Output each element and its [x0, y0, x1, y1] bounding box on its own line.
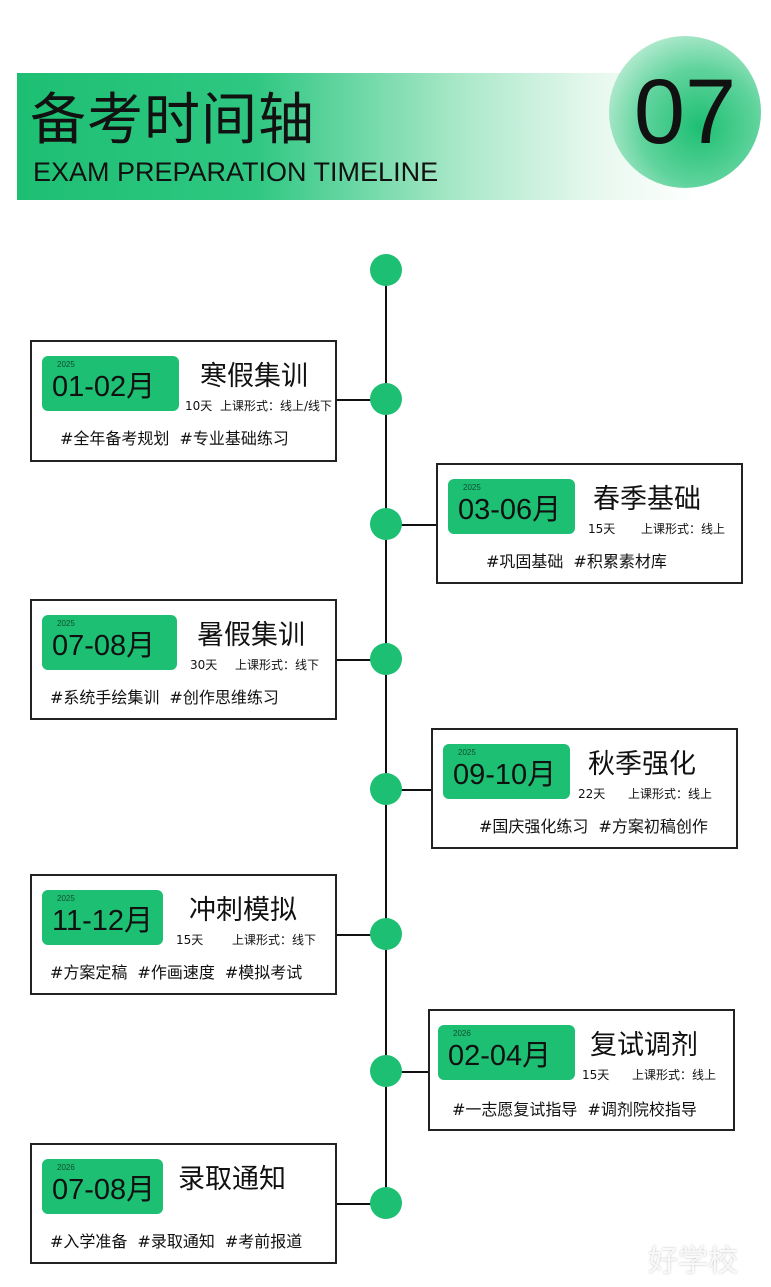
- timeline-connector: [386, 1071, 431, 1073]
- page-title: 备考时间轴: [30, 88, 315, 153]
- phase-tag: #巩固基础: [486, 552, 564, 571]
- phase-tag: #考前报道: [224, 1232, 303, 1251]
- date-range: 11-12月: [52, 905, 154, 937]
- phase-tag: #调剂院校指导: [587, 1100, 697, 1119]
- timeline-node: [370, 1055, 402, 1087]
- phase-tag: #全年备考规划: [60, 429, 170, 448]
- phase-tags: #入学准备 #录取通知 #考前报道: [50, 1231, 302, 1253]
- phase-days: 30天: [190, 658, 218, 672]
- phase-mode: 上课形式：线上: [641, 522, 726, 536]
- phase-tags: #一志愿复试指导 #调剂院校指导: [452, 1099, 697, 1121]
- date-year: 2026: [57, 1163, 75, 1172]
- date-range: 03-06月: [458, 494, 562, 526]
- phase-tags: #国庆强化练习 #方案初稿创作: [479, 816, 708, 838]
- date-range: 02-04月: [448, 1040, 552, 1072]
- phase-tag: #一志愿复试指导: [452, 1100, 578, 1119]
- timeline-connector: [386, 524, 438, 526]
- phase-tag: #国庆强化练习: [479, 817, 589, 836]
- timeline-node: [370, 918, 402, 950]
- date-year: 2025: [458, 748, 476, 757]
- phase-card: 2026 07-08月 录取通知 #入学准备 #录取通知 #考前报道: [30, 1143, 337, 1264]
- date-year: 2026: [453, 1029, 471, 1038]
- phase-card: 2025 07-08月 暑假集训 30天 上课形式：线下 #系统手绘集训 #创作思…: [30, 599, 337, 720]
- phase-tags: #全年备考规划 #专业基础练习: [60, 428, 289, 450]
- section-number: 07: [633, 61, 737, 163]
- phase-card: 2025 01-02月 寒假集训 10天 上课形式：线上/线下 #全年备考规划#…: [30, 340, 337, 462]
- phase-card: 2026 02-04月 复试调剂 15天 上课形式：线上 #一志愿复试指导 #调剂…: [428, 1009, 735, 1131]
- phase-tag: #入学准备: [50, 1232, 128, 1251]
- date-range: 09-10月: [453, 759, 557, 791]
- timeline-connector: [335, 1203, 387, 1205]
- phase-tag: #作画速度: [137, 963, 215, 982]
- section-number-badge: [609, 36, 761, 188]
- timeline-node: [370, 1187, 402, 1219]
- timeline-connector: [335, 659, 387, 661]
- phase-mode: 上课形式：线上: [632, 1068, 717, 1082]
- phase-tag: #模拟考试: [224, 963, 303, 982]
- date-range: 07-08月: [52, 630, 156, 662]
- date-range: 07-08月: [52, 1174, 156, 1206]
- date-box: 2025 11-12月: [42, 890, 163, 945]
- date-year: 2025: [57, 619, 75, 628]
- header-band: [17, 73, 697, 200]
- phase-card: 2025 09-10月 秋季强化 22天 上课形式：线上 #国庆强化练习 #方案初…: [431, 728, 738, 849]
- phase-tags: #方案定稿 #作画速度 #模拟考试: [50, 962, 302, 984]
- phase-tags: #系统手绘集训 #创作思维练习: [50, 687, 279, 709]
- phase-title: 录取通知: [178, 1164, 286, 1195]
- timeline-node: [370, 508, 402, 540]
- phase-title: 复试调剂: [590, 1030, 698, 1061]
- phase-mode: 上课形式：线上/线下: [220, 399, 333, 413]
- phase-card: 2025 03-06月 春季基础 15天 上课形式：线上 #巩固基础 #积累素材库: [436, 463, 743, 584]
- phase-mode: 上课形式：线下: [232, 933, 317, 947]
- date-box: 2026 07-08月: [42, 1159, 163, 1214]
- phase-days: 22天: [578, 787, 606, 801]
- phase-tag: #积累素材库: [573, 552, 667, 571]
- phase-title: 春季基础: [593, 484, 701, 515]
- phase-days: 10天: [185, 399, 213, 413]
- phase-tag: #系统手绘集训: [50, 688, 160, 707]
- phase-mode: 上课形式：线下: [235, 658, 320, 672]
- date-box: 2025 03-06月: [448, 479, 575, 534]
- date-year: 2025: [57, 360, 75, 369]
- timeline-connector: [335, 934, 387, 936]
- phase-tag: #方案初稿创作: [598, 817, 708, 836]
- timeline-start-node: [370, 254, 402, 286]
- phase-days: 15天: [176, 933, 204, 947]
- date-box: 2026 02-04月: [438, 1025, 575, 1080]
- date-box: 2025 09-10月: [443, 744, 570, 799]
- timeline-node: [370, 643, 402, 675]
- phase-days: 15天: [588, 522, 616, 536]
- phase-title: 冲刺模拟: [189, 895, 297, 926]
- phase-tag: #录取通知: [137, 1232, 215, 1251]
- watermark-logo: 好学校: [648, 1244, 738, 1279]
- timeline-connector: [335, 399, 387, 401]
- date-box: 2025 01-02月: [42, 356, 179, 411]
- phase-title: 暑假集训: [197, 620, 305, 651]
- phase-title: 寒假集训: [200, 361, 308, 392]
- phase-tag: #方案定稿: [50, 963, 128, 982]
- phase-mode: 上课形式：线上: [628, 787, 713, 801]
- phase-tag: #专业基础练习: [179, 429, 289, 448]
- phase-tag: #创作思维练习: [169, 688, 279, 707]
- phase-days: 15天: [582, 1068, 610, 1082]
- date-range: 01-02月: [52, 371, 156, 403]
- timeline-connector: [386, 789, 434, 791]
- phase-card: 2025 11-12月 冲刺模拟 15天 上课形式：线下 #方案定稿#作画速度#…: [30, 874, 337, 995]
- timeline-line: [385, 270, 387, 1205]
- timeline-node: [370, 383, 402, 415]
- date-year: 2025: [463, 483, 481, 492]
- phase-title: 秋季强化: [588, 749, 696, 780]
- page-subtitle: EXAM PREPARATION TIMELINE: [33, 157, 439, 187]
- date-year: 2025: [57, 894, 75, 903]
- timeline-node: [370, 773, 402, 805]
- date-box: 2025 07-08月: [42, 615, 177, 670]
- phase-tags: #巩固基础 #积累素材库: [486, 551, 667, 573]
